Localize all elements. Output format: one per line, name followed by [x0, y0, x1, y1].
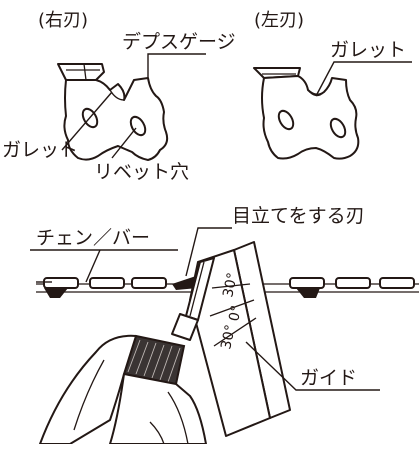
left-cutter-rivet-hole-2 — [329, 117, 347, 139]
chain-link — [335, 277, 371, 289]
collet — [171, 313, 199, 341]
right-cutter-top-plate — [57, 63, 105, 81]
chain-link — [289, 277, 325, 289]
chain-bar-label: チェン／バー — [36, 227, 150, 249]
right-blade-header: (右刃) — [38, 10, 88, 31]
left-cutter-body — [261, 75, 360, 160]
guide-angle-lower: 30° — [218, 323, 239, 351]
chain-cutter-tooth — [44, 288, 68, 298]
guide-label: ガイド — [300, 367, 357, 389]
rotary-tool-illustration — [39, 257, 215, 445]
chain-cutter-tooth — [296, 288, 320, 298]
cutter-to-sharpen-label: 目立てをする刃 — [232, 205, 365, 227]
chain-link — [43, 277, 79, 289]
left-cutter-illustration — [253, 67, 360, 160]
chain-cutter-tooth — [172, 276, 198, 290]
right-cutter-body — [63, 77, 169, 161]
tool-body-left — [39, 334, 137, 445]
chain-link — [131, 277, 167, 289]
rivet-hole-label: リベット穴 — [94, 161, 189, 183]
gullet-label-left: ガレット — [330, 39, 406, 61]
left-cutter-rivet-hole-1 — [277, 109, 295, 131]
gullet-label-right: ガレット — [2, 139, 78, 161]
chain-link — [89, 277, 125, 289]
depth-gauge-label: デプスゲージ — [122, 31, 236, 53]
guide-angle-middle: 0° — [226, 304, 245, 323]
tool-body-right — [109, 373, 207, 445]
chain-link — [379, 277, 415, 289]
left-blade-header: (左刃) — [254, 10, 304, 31]
guide-angle-upper: 30° — [220, 271, 241, 299]
